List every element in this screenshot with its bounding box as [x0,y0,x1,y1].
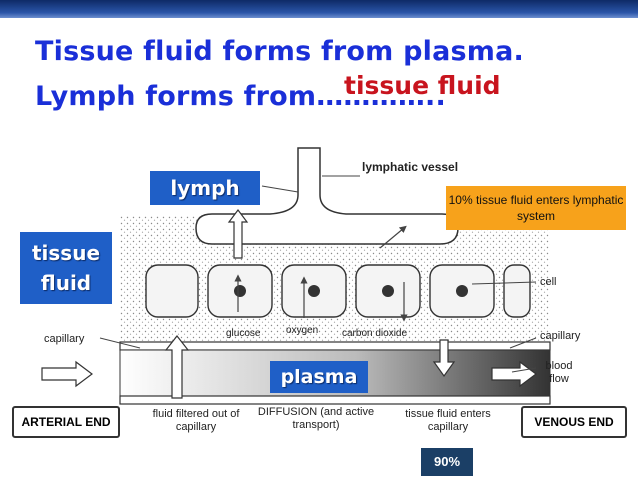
lymph-callout: lymph [150,171,260,205]
blood-inflow-arrow [41,360,93,388]
slide-title-line-1: Tissue fluid forms from plasma. [35,36,524,67]
arterial-end-box: ARTERIAL END [12,406,120,438]
leader-lines [99,175,537,373]
tissue-fluid-callout: tissue fluid [20,232,112,304]
label-diffusion: DIFFUSION (and active transport) [257,406,375,431]
cell-nuclei [234,285,468,297]
label-cell: cell [540,276,557,288]
label-tissue-fluid-enters: tissue fluid enters capillary [405,408,491,433]
label-capillary-right: capillary [540,330,581,342]
flow-arrows [164,209,456,399]
plasma-callout: plasma [270,361,368,393]
label-capillary-left: capillary [44,333,85,345]
header-bar [0,0,638,18]
slide-title-line-2: Lymph forms from………….. [35,81,446,112]
label-carbon-dioxide: carbon dioxide [342,328,408,339]
lymphatic-vessel-shape [195,147,459,245]
label-oxygen: oxygen [286,325,319,336]
answer-text: tissue fluid [344,71,501,100]
label-glucose: glucose [226,328,261,339]
label-fluid-filtered: fluid filtered out of capillary [152,408,240,433]
lymphatic-percent-callout: 10% tissue fluid enters lymphatic system [446,186,626,230]
percent-returns-badge: 90% [421,448,473,476]
capillary-lower-wall [119,395,551,405]
blood-outflow-arrow [491,360,537,388]
diffusion-arrows [234,225,408,322]
venous-end-box: VENOUS END [521,406,627,438]
label-lymphatic-vessel: lymphatic vessel [362,160,459,174]
label-blood-flow: blood flow [545,360,573,385]
